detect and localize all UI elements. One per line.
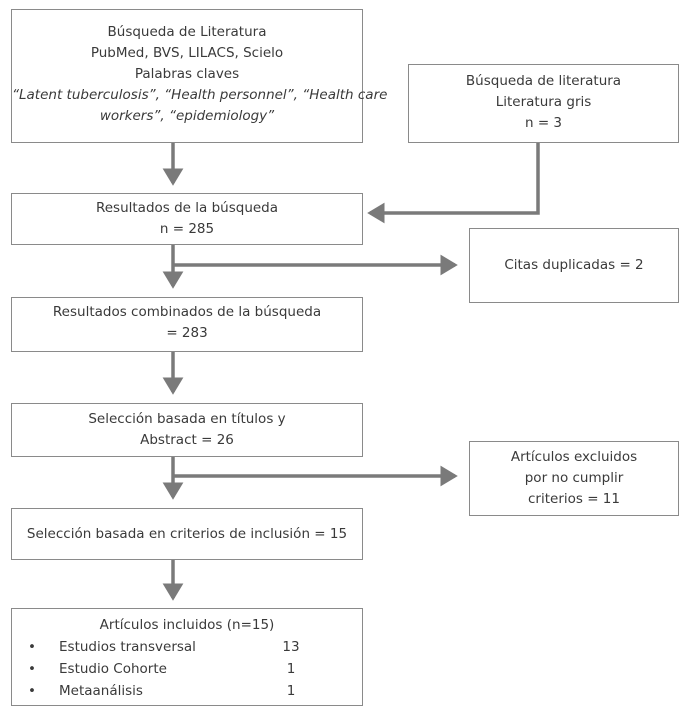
included-row: • Estudios transversal 13	[12, 637, 362, 658]
title-selection-box: Selección basada en títulos y Abstract =…	[11, 403, 363, 457]
gray-search-title: Búsqueda de literatura	[465, 73, 622, 89]
included-row-count: 1	[286, 683, 296, 699]
criteria-selection-box: Selección basada en criterios de inclusi…	[11, 508, 363, 560]
included-row-label: Metaanálisis	[59, 683, 143, 699]
duplicates-text: Citas duplicadas = 2	[504, 257, 644, 273]
included-row-label: Estudio Cohorte	[59, 661, 167, 677]
excluded-line-1: Artículos excluidos	[510, 449, 638, 465]
included-row-label: Estudios transversal	[59, 639, 196, 655]
included-articles-box: Artículos incluidos (n=15) • Estudios tr…	[11, 608, 363, 706]
included-articles-title: Artículos incluidos (n=15)	[99, 617, 275, 633]
keywords-heading: Palabras claves	[134, 66, 240, 82]
gray-literature-label: Literatura gris	[495, 94, 592, 110]
excluded-box: Artículos excluidos por no cumplir crite…	[469, 441, 679, 516]
combined-results-title: Resultados combinados de la búsqueda	[52, 304, 322, 320]
included-row-count: 1	[286, 661, 296, 677]
keywords-line-2: workers”, “epidemiology”	[99, 108, 275, 124]
included-row: • Metaanálisis 1	[12, 681, 362, 702]
criteria-selection-text: Selección basada en criterios de inclusi…	[26, 526, 348, 542]
bullet: •	[28, 661, 36, 677]
literature-search-box: Búsqueda de Literatura PubMed, BVS, LILA…	[11, 9, 388, 143]
arrow-gray-to-results	[367, 143, 540, 224]
bullet: •	[28, 683, 36, 699]
duplicates-box: Citas duplicadas = 2	[469, 228, 679, 303]
excluded-line-3: criterios = 11	[528, 491, 620, 507]
included-row-count: 13	[282, 639, 300, 655]
bullet: •	[28, 639, 36, 655]
included-row: • Estudio Cohorte 1	[12, 659, 362, 680]
search-results-count: n = 285	[159, 221, 215, 237]
keywords-line-1: “Latent tuberculosis”, “Health personnel…	[12, 87, 388, 103]
title-selection-line-1: Selección basada en títulos y	[88, 411, 286, 427]
combined-results-box: Resultados combinados de la búsqueda = 2…	[11, 297, 363, 352]
gray-literature-box: Búsqueda de literatura Literatura gris n…	[408, 64, 679, 143]
gray-literature-count: n = 3	[524, 115, 563, 131]
combined-results-count: = 283	[166, 325, 208, 341]
databases-label: PubMed, BVS, LILACS, Scielo	[90, 45, 284, 61]
literature-search-title: Búsqueda de Literatura	[107, 24, 267, 40]
search-results-title: Resultados de la búsqueda	[95, 200, 279, 216]
excluded-line-2: por no cumplir	[524, 470, 624, 486]
search-results-box: Resultados de la búsqueda n = 285	[11, 193, 363, 245]
title-selection-line-2: Abstract = 26	[140, 432, 234, 448]
